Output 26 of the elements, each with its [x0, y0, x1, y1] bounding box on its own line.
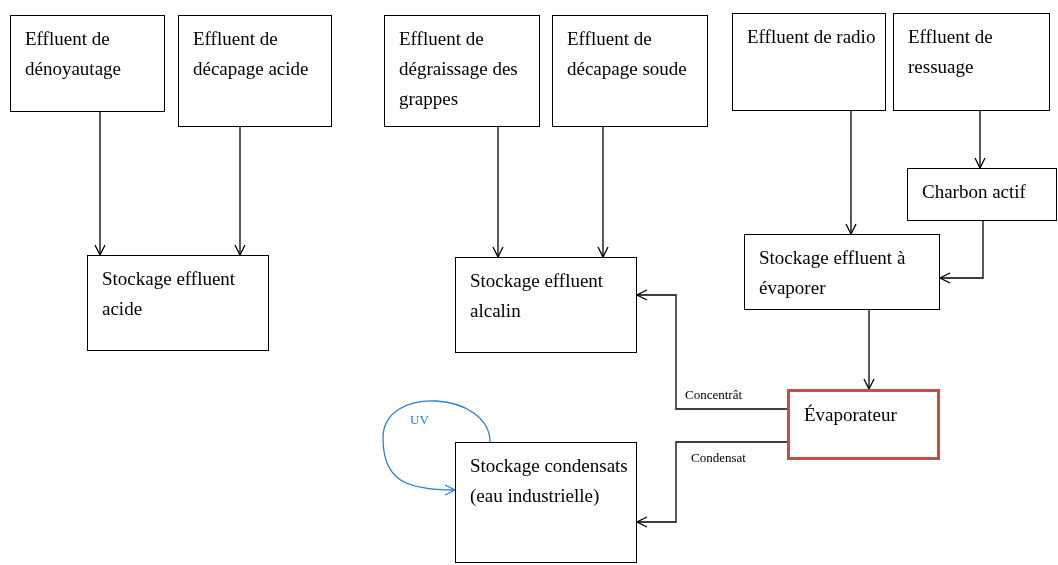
process-box: Stockage effluent à évaporer	[744, 234, 940, 310]
edge-label: UV	[409, 413, 430, 426]
evaporator-box: Évaporateur	[787, 389, 940, 460]
edge-label: Condensat	[690, 451, 747, 464]
arrow	[939, 220, 984, 284]
arrow	[597, 126, 609, 258]
process-box: Effluent de dégraissage des grappes	[384, 15, 540, 127]
arrow	[492, 126, 504, 258]
arrow	[382, 400, 491, 496]
process-box: Stockage condensats (eau industrielle)	[455, 442, 637, 563]
process-box: Stockage effluent alcalin	[455, 257, 637, 353]
arrow	[863, 309, 875, 390]
process-box: Charbon actif	[907, 168, 1057, 221]
process-box: Effluent de dénoyautage	[10, 15, 165, 112]
process-box: Effluent de ressuage	[893, 13, 1050, 111]
arrow	[845, 110, 857, 235]
arrow	[234, 126, 246, 256]
arrow	[636, 289, 788, 410]
arrow	[974, 110, 986, 169]
process-box: Effluent de décapage acide	[178, 15, 332, 127]
process-box: Effluent de décapage soude	[552, 15, 708, 127]
process-box: Stockage effluent acide	[87, 255, 269, 351]
edge-label: Concentrât	[684, 388, 744, 401]
process-box: Effluent de radio	[732, 13, 886, 111]
arrow	[636, 441, 788, 528]
arrow	[94, 111, 106, 256]
